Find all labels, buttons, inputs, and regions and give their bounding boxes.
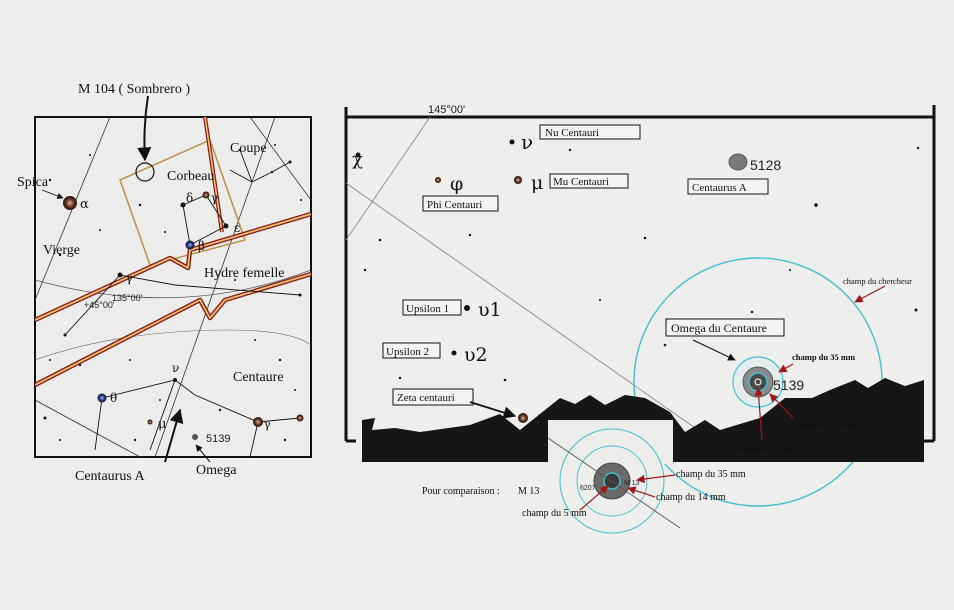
finder-field-label: champ du chercheur [843,276,912,286]
delta-label: δ [186,191,193,205]
centaure-label: Centaure [233,370,284,385]
gamma-hydrae-label: γ [126,272,133,285]
m13-field-5mm-arrow [579,485,609,511]
omega-centauri-arrow [692,339,736,361]
top-coord-label: 145°00' [428,104,465,116]
right-stars [355,139,920,423]
m13-field-14mm-arrow [627,486,656,498]
zeta-centauri-label: Zeta centauri [397,392,455,404]
spica-arrow [41,189,64,199]
comparison-intro: Pour comparaison : [422,486,500,497]
ngc5139-right-label: 5139 [773,377,804,393]
mu-label: μ [158,417,166,432]
zeta-centauri-arrow [469,401,517,419]
epsilon-label: ε [234,221,240,235]
vierge-label: Vierge [43,243,80,258]
omega-left-label: Omega [196,463,237,478]
field-35mm-arrow [778,363,794,373]
omega-arrow [195,444,211,463]
hydre-label: Hydre femelle [204,266,284,281]
left-stars [43,144,304,442]
beta-label: β [198,239,205,253]
m104-label: M 104 ( Sombrero ) [78,82,190,97]
m104-marker [135,162,155,182]
spica-star [63,196,77,210]
ngc5128-label: 5128 [750,157,781,173]
coupe-label: Coupe [230,141,267,156]
gamma-corvi-label: γ [211,191,218,205]
phi-centauri-label: Phi Centauri [427,199,482,211]
finder-field-arrow [854,285,886,303]
field-14mm-label: champ du 14 mm [793,420,856,430]
m13-field-5mm-label: champ du 5 mm [522,508,587,519]
upsilon-2-label: Upsilon 2 [386,346,429,358]
comparison-object: M 13 [518,486,539,497]
m13-field-35mm-arrow [636,474,676,484]
phi-symbol: φ [450,173,463,195]
theta-centauri-star [97,393,107,403]
spica-label: Spica [17,175,49,190]
right-coordinate-lines [345,116,706,436]
mu-symbol: μ [531,172,543,194]
upsilon-1-symbol: υ1 [478,299,502,321]
beta-corvi-star [185,240,195,250]
chi-label: χ [352,149,363,170]
ngc6207-label: 6207 [580,485,596,492]
nu-centauri-label: Nu Centauri [545,127,599,139]
nu-symbol: ν [521,130,533,154]
corvus-boundary [119,138,246,266]
left-map: M 104 ( Sombrero ) Coupe Corbeau Spica α… [17,82,312,484]
field-5mm-label: champ du 5 mm [734,444,793,454]
m13-field-35mm-label: champ du 35 mm [676,469,746,480]
centaurus-a-right-label: Centaurus A [692,182,747,194]
gamma-centauri-label: γ [264,418,271,431]
m13-small-label: M 13 [624,480,640,487]
centaurus-a-arrow [164,408,184,463]
upsilon-1-label: Upsilon 1 [406,303,449,315]
right-map-frame [344,115,936,441]
comparison-inset-background [548,420,673,464]
ngc5139-left-label: 5139 [206,433,230,445]
right-map: 145°00' [344,104,936,507]
field-5mm-arrow [754,387,763,441]
alpha-label: α [80,197,89,212]
mu-centauri-label: Mu Centauri [553,176,609,188]
corbeau-label: Corbeau [167,169,214,184]
gamma-centauri-star [253,417,263,427]
field-35mm-label: champ du 35 mm [792,352,855,362]
dec-label: +45°00' [84,300,115,310]
ngc5128-galaxy [728,153,748,171]
omega-centauri-label: Omega du Centaure [671,321,767,335]
comparison-m13: 6207 M 13 Pour comparaison : M 13 champ … [422,428,746,534]
left-coordinate-lines [35,117,311,457]
r-label: r [538,410,543,425]
zeta-centauri-star [518,413,528,423]
m13-field-14mm-label: champ du 14 mm [656,492,726,503]
left-constellation-lines [64,149,301,457]
theta-label: θ [110,391,117,405]
centaurus-a-left-label: Centaurus A [75,469,145,484]
field-14mm-arrow [769,393,794,419]
m104-arrow [137,95,152,162]
ra-label: 135°00' [112,293,143,303]
nu-label: ν [172,361,179,375]
upsilon-2-symbol: υ2 [464,344,488,366]
